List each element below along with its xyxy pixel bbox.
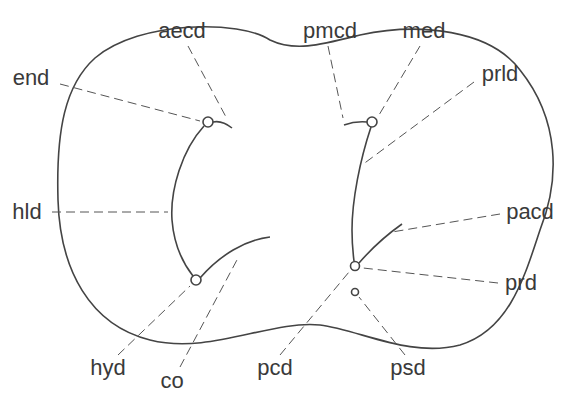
leader-line <box>392 214 500 232</box>
cusp-label: pcd <box>257 356 292 380</box>
crest-line <box>200 237 270 278</box>
cusp-label: co <box>160 369 183 393</box>
leader-line <box>328 46 343 118</box>
cusp-label: pmcd <box>303 19 357 43</box>
cusp-dot <box>367 117 377 127</box>
leader-line <box>60 84 200 121</box>
crest-line <box>213 122 232 128</box>
cusp-label: psd <box>390 356 425 380</box>
cusp-label: hyd <box>90 356 125 380</box>
cusp-dot <box>191 275 201 285</box>
crest-line <box>172 126 204 276</box>
leader-line <box>180 258 238 367</box>
leader-line <box>362 82 474 165</box>
cusp-dot <box>351 262 360 271</box>
cusp-label: aecd <box>158 19 206 43</box>
cusp-label: med <box>403 19 446 43</box>
cusp-label: prd <box>505 271 537 295</box>
cusp-label: end <box>13 66 50 90</box>
crest-line <box>344 122 367 125</box>
leader-line <box>359 297 405 355</box>
crown-outline <box>58 27 553 349</box>
cusp-label: pacd <box>506 200 554 224</box>
leader-line <box>188 46 226 117</box>
crest-line <box>359 224 402 263</box>
leader-line <box>52 212 168 213</box>
cusp-dot <box>352 289 359 296</box>
leader-line <box>363 268 498 283</box>
leader-line <box>280 272 349 355</box>
cusp-label: hld <box>12 200 41 224</box>
cusp-label: prld <box>482 62 519 86</box>
cusp-dot <box>203 117 213 127</box>
leader-line <box>379 46 420 115</box>
leader-line <box>118 286 190 355</box>
crest-line <box>352 127 371 261</box>
